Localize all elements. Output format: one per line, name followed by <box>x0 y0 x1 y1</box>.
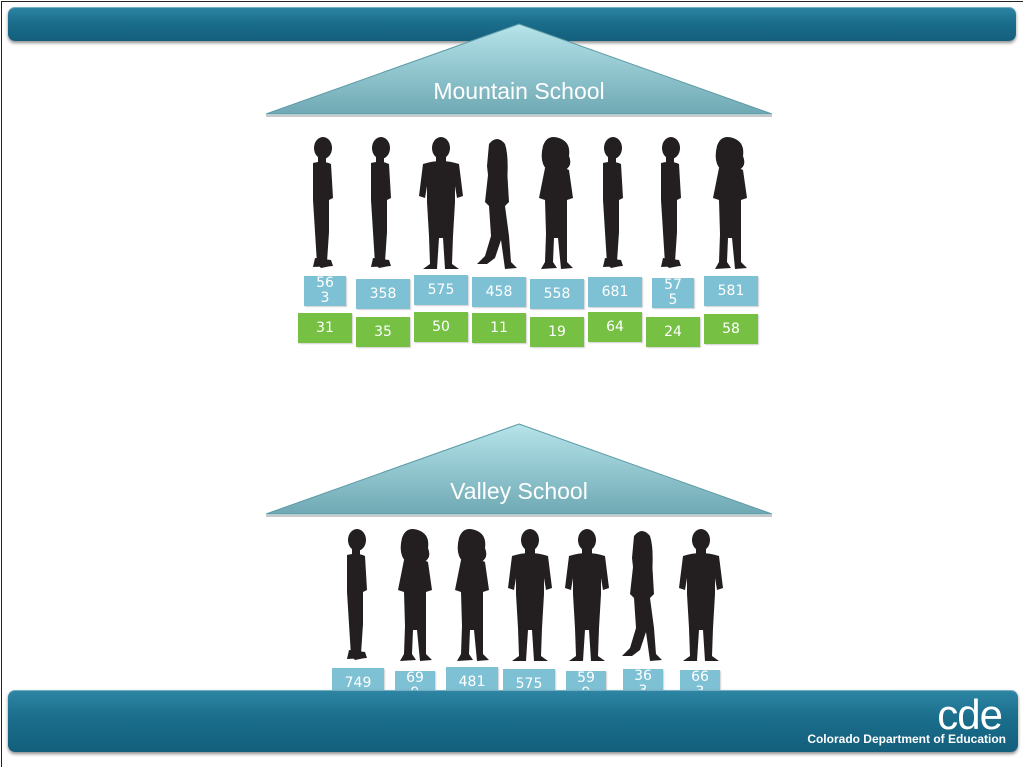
roof-shape <box>265 423 773 517</box>
score-box-bottom: 24 <box>646 317 700 347</box>
boy-front-silhouette-icon <box>506 528 554 669</box>
school-title: Mountain School <box>433 78 605 104</box>
score-box-bottom: 35 <box>356 317 410 347</box>
score-box-top: 575 <box>652 278 694 308</box>
girl-long-hair-silhouette-icon <box>620 528 668 669</box>
logo-name: Colorado Department of Education <box>807 732 1006 746</box>
score-value: 575 <box>664 278 682 308</box>
girl-long-hair-silhouette-icon <box>475 136 523 277</box>
score-box-top: 458 <box>472 277 526 307</box>
boy-profile-silhouette-icon <box>335 528 383 669</box>
score-box-top: 358 <box>356 279 410 309</box>
logo-mark: cde <box>937 691 1003 738</box>
score-box-bottom: 64 <box>588 312 642 342</box>
score-box-bottom: 50 <box>414 312 468 342</box>
boy-profile-silhouette-icon <box>649 136 697 277</box>
mountain-school-roof: Mountain School <box>264 22 774 118</box>
valley-school-roof: Valley School <box>264 422 774 518</box>
girl-curly-hair-silhouette-icon <box>449 528 497 669</box>
score-box-top: 575 <box>414 275 468 305</box>
score-box-top: 681 <box>588 277 642 307</box>
school-title: Valley School <box>450 478 588 504</box>
girl-curly-hair-silhouette-icon <box>392 528 440 669</box>
score-box-bottom: 58 <box>704 314 758 344</box>
boy-front-silhouette-icon <box>677 528 725 669</box>
score-box-top: 581 <box>704 276 758 306</box>
girl-curly-hair-silhouette-icon <box>533 136 581 277</box>
boy-front-silhouette-icon <box>417 136 465 277</box>
score-value: 563 <box>316 276 334 306</box>
roof-shape <box>265 23 773 117</box>
boy-profile-silhouette-icon <box>591 136 639 277</box>
score-box-top: 563 <box>304 276 346 306</box>
score-box-bottom: 11 <box>472 313 526 343</box>
cde-logo: cde Colorado Department of Education <box>790 694 1010 750</box>
score-box-bottom: 31 <box>298 313 352 343</box>
boy-profile-silhouette-icon <box>359 136 407 277</box>
footer-band <box>8 690 1018 752</box>
boy-front-silhouette-icon <box>563 528 611 669</box>
girl-curly-hair-silhouette-icon <box>707 136 755 277</box>
score-box-bottom: 19 <box>530 317 584 347</box>
boy-profile-silhouette-icon <box>301 136 349 277</box>
score-box-top: 558 <box>530 279 584 309</box>
